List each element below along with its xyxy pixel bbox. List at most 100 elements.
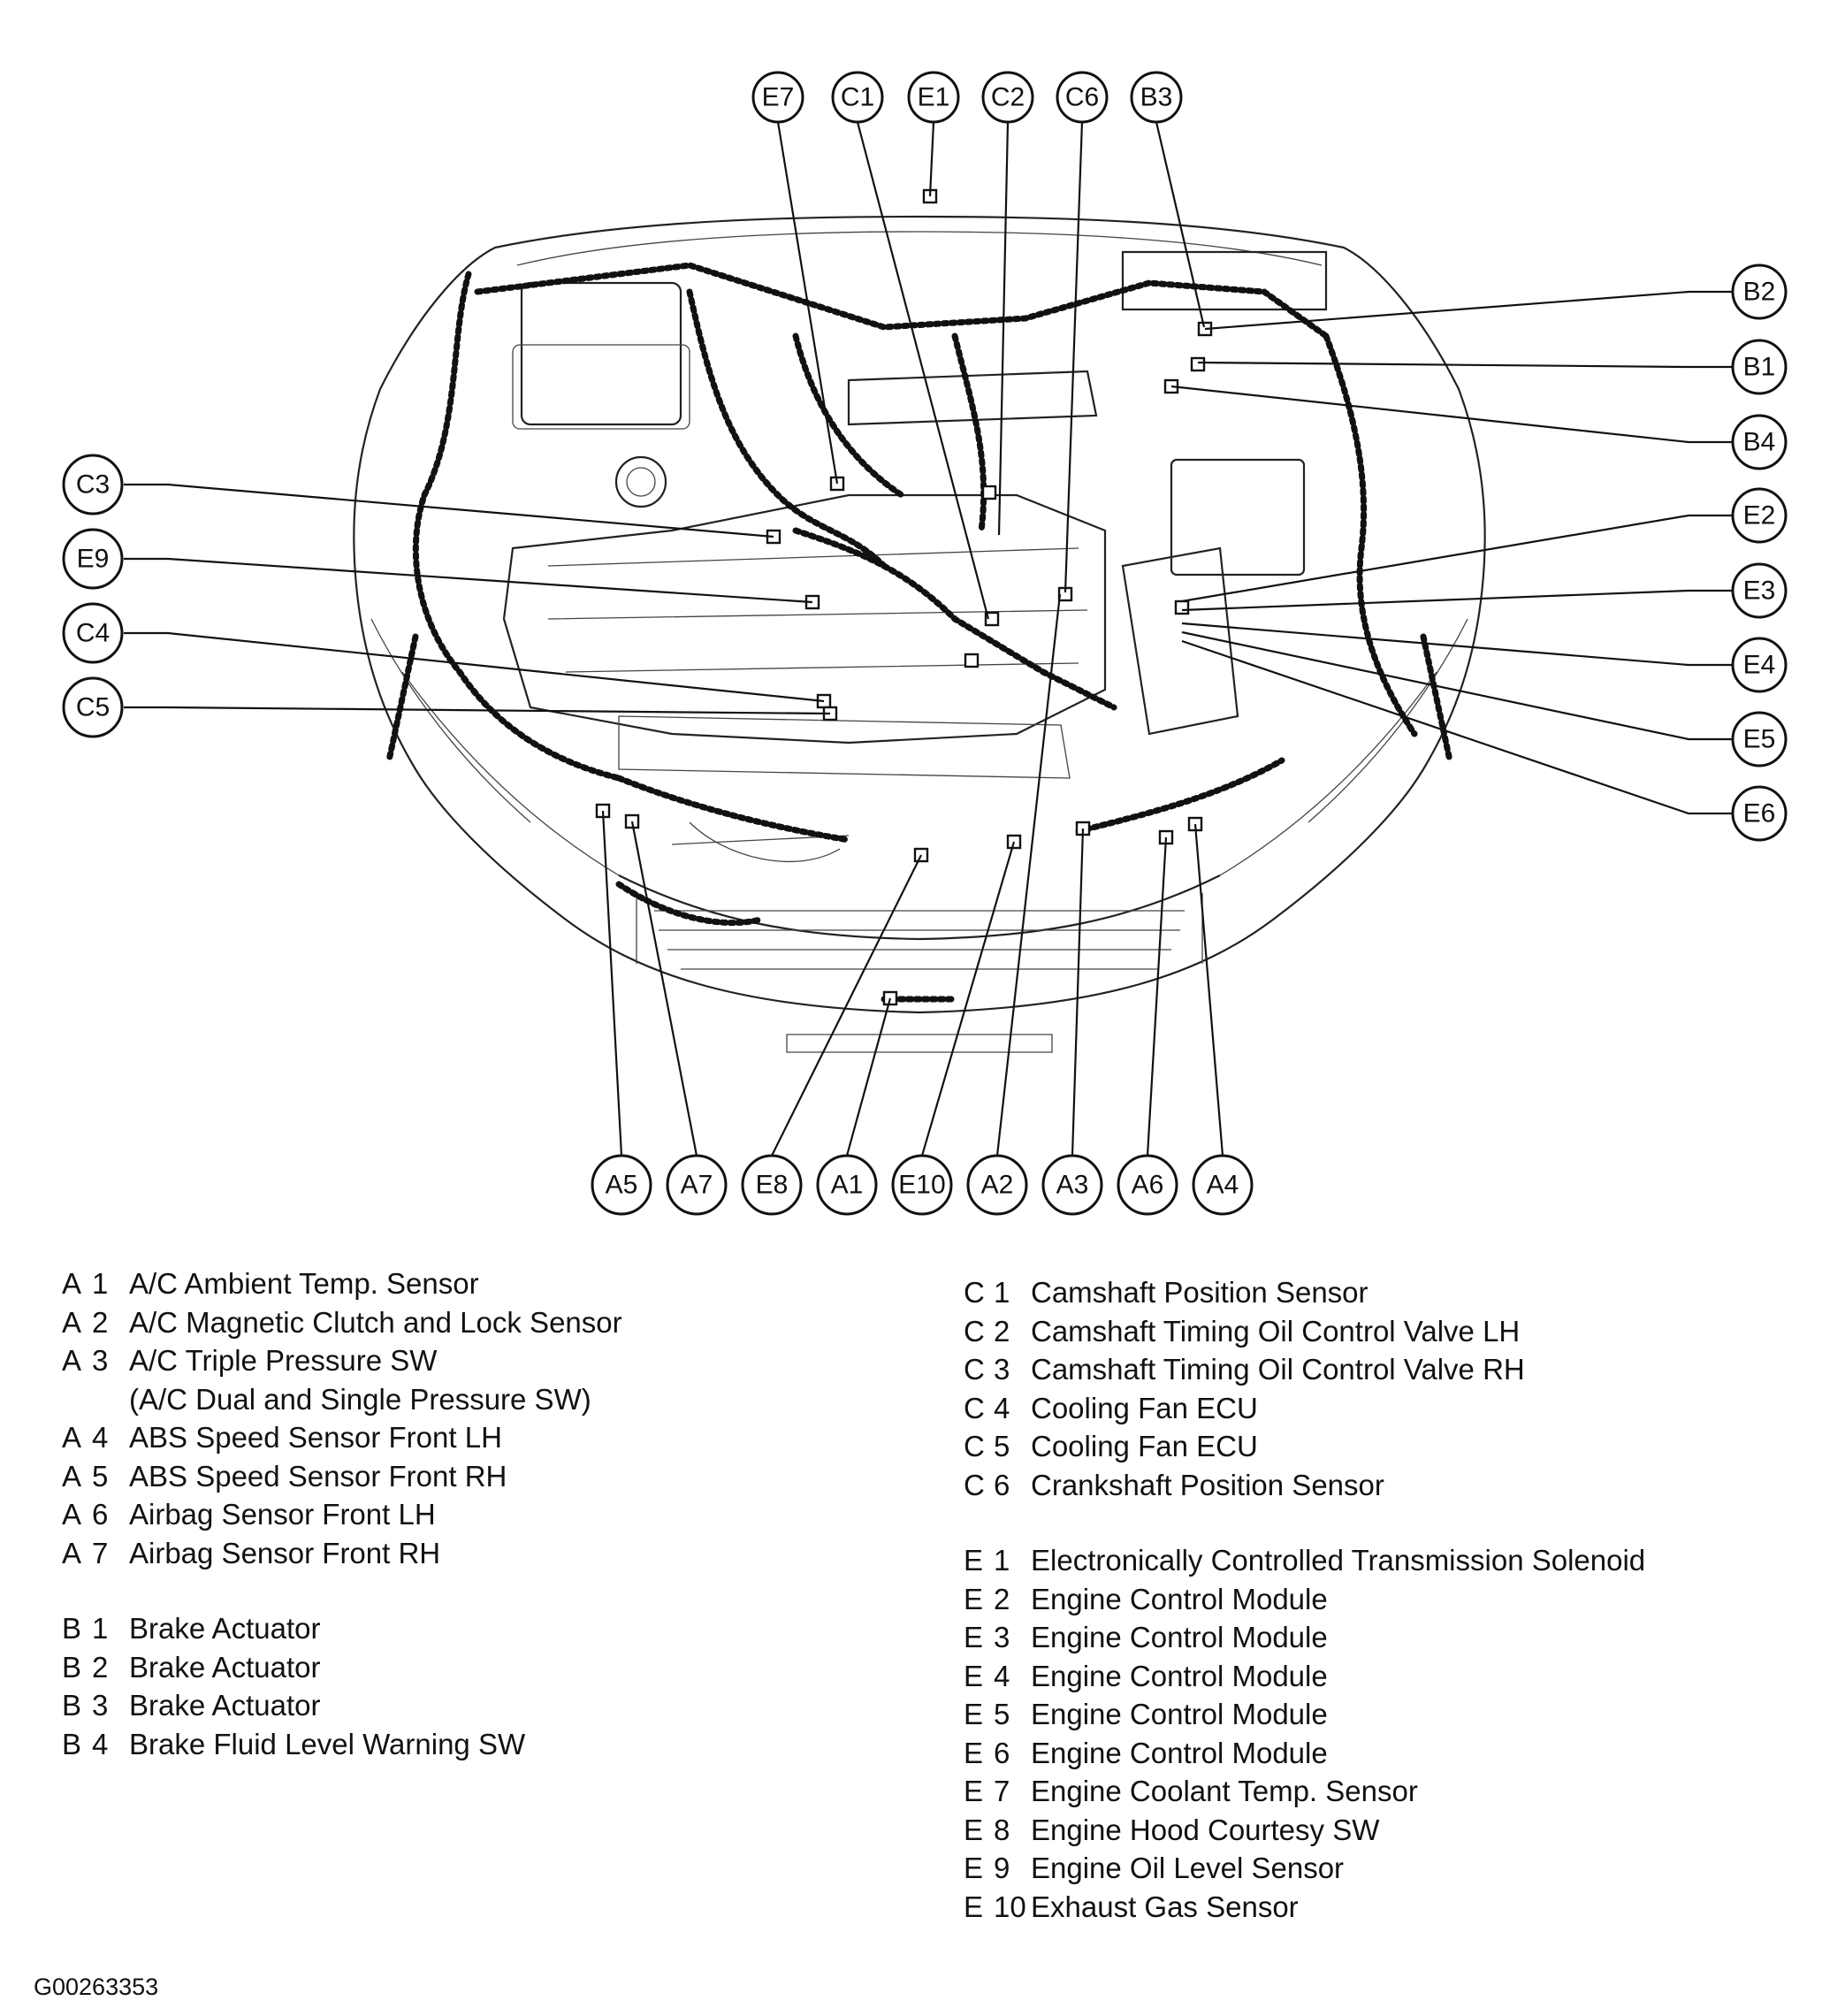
callout-E5: E5 (1731, 711, 1788, 767)
legend-number: 6 (994, 1736, 1010, 1769)
legend-label: A/C Magnetic Clutch and Lock Sensor (129, 1305, 622, 1339)
legend-number: 5 (92, 1459, 109, 1493)
callout-C4: C4 (62, 602, 124, 664)
svg-text:A1: A1 (831, 1171, 864, 1200)
legend-group: E (964, 1775, 984, 1807)
legend-number: 4 (92, 1727, 109, 1760)
callout-E3: E3 (1731, 562, 1788, 619)
callout-E7: E7 (751, 71, 804, 124)
legend-label: Brake Actuator (129, 1689, 321, 1722)
legend-number: 2 (92, 1650, 109, 1684)
legend-label: Exhaust Gas Sensor (1031, 1890, 1299, 1923)
svg-text:E1: E1 (918, 83, 950, 112)
legend-label: Engine Control Module (1031, 1582, 1328, 1615)
legend-label: A/C Ambient Temp. Sensor (129, 1267, 479, 1300)
legend-number: 3 (994, 1353, 1010, 1386)
legend-group: E (964, 1736, 984, 1769)
legend-label: (A/C Dual and Single Pressure SW) (129, 1382, 591, 1416)
legend-label: Cooling Fan ECU (1031, 1391, 1258, 1424)
callout-E1: E1 (907, 71, 960, 124)
legend-label: ABS Speed Sensor Front LH (129, 1421, 502, 1454)
callouts-right: B2 B1 B4 E2 E3 E4 E5 E6 (1731, 263, 1788, 842)
callout-C6: C6 (1056, 71, 1109, 124)
svg-text:E5: E5 (1743, 725, 1776, 754)
svg-text:E7: E7 (762, 83, 795, 112)
legend-number: 2 (994, 1582, 1010, 1615)
svg-text:E8: E8 (756, 1171, 789, 1200)
legend-group: B (62, 1689, 82, 1722)
callout-C3: C3 (62, 454, 124, 515)
legend-number: 6 (92, 1498, 109, 1531)
callout-E10: E10 (891, 1154, 953, 1216)
legend-group: E (964, 1544, 984, 1577)
callout-C5: C5 (62, 676, 124, 738)
legend-number: 9 (994, 1852, 1010, 1884)
svg-text:C5: C5 (76, 693, 110, 722)
legend-label: Engine Control Module (1031, 1659, 1328, 1692)
legend-group: A (62, 1498, 82, 1531)
legend-label: Engine Oil Level Sensor (1031, 1852, 1345, 1884)
svg-text:C1: C1 (841, 83, 874, 112)
callout-C2: C2 (981, 71, 1034, 124)
callout-E6: E6 (1731, 785, 1788, 842)
svg-text:E6: E6 (1743, 799, 1776, 829)
legend-label: Engine Coolant Temp. Sensor (1031, 1775, 1418, 1807)
legend-number: 4 (994, 1391, 1010, 1424)
legend-number: 3 (92, 1689, 109, 1722)
legend-label: Engine Hood Courtesy SW (1031, 1813, 1380, 1846)
legend-number: 2 (92, 1305, 109, 1339)
legend-number: 7 (994, 1775, 1010, 1807)
svg-text:A6: A6 (1132, 1171, 1164, 1200)
figure-id: G00263353 (34, 1974, 159, 2000)
legend-label: Camshaft Timing Oil Control Valve RH (1031, 1353, 1525, 1386)
legend-number: 1 (994, 1276, 1010, 1309)
legend-number: 3 (92, 1344, 109, 1377)
legend-label: Electronically Controlled Transmission S… (1031, 1544, 1646, 1577)
legend-group: E (964, 1852, 984, 1884)
legend-group: E (964, 1621, 984, 1653)
legend-group: C (964, 1391, 985, 1424)
svg-text:A3: A3 (1056, 1171, 1089, 1200)
svg-text:C6: C6 (1065, 83, 1099, 112)
callout-E2: E2 (1731, 487, 1788, 544)
legend-label: Cooling Fan ECU (1031, 1430, 1258, 1462)
legend-label: Airbag Sensor Front LH (129, 1498, 436, 1531)
legend-label: Brake Fluid Level Warning SW (129, 1727, 526, 1760)
legend-number: 4 (92, 1421, 109, 1454)
legend-number: 8 (994, 1813, 1010, 1846)
leader-lines (124, 121, 1735, 1157)
wire-harness (385, 262, 1453, 1003)
vehicle-body-outline (353, 215, 1486, 1053)
legend-label: Crankshaft Position Sensor (1031, 1468, 1384, 1501)
callout-A5: A5 (591, 1154, 652, 1216)
svg-text:A4: A4 (1207, 1171, 1239, 1200)
callout-B4: B4 (1731, 414, 1788, 470)
callout-E4: E4 (1731, 637, 1788, 693)
svg-text:C3: C3 (76, 470, 110, 500)
callouts-bottom: A5 A7 E8 A1 E10 A2 A3 A6 A4 (591, 1154, 1254, 1216)
legend-number: 10 (994, 1890, 1026, 1923)
legend-number: 2 (994, 1314, 1010, 1348)
legend-label: A/C Triple Pressure SW (129, 1344, 438, 1377)
legend-item-continuation: (A/C Dual and Single Pressure SW) (62, 1380, 622, 1419)
legend-group: C (964, 1430, 985, 1462)
legend-label: Airbag Sensor Front RH (129, 1536, 441, 1569)
callouts-left: C3 E9 C4 C5 (62, 454, 124, 738)
callout-B3: B3 (1130, 71, 1183, 124)
svg-text:B4: B4 (1743, 428, 1776, 457)
